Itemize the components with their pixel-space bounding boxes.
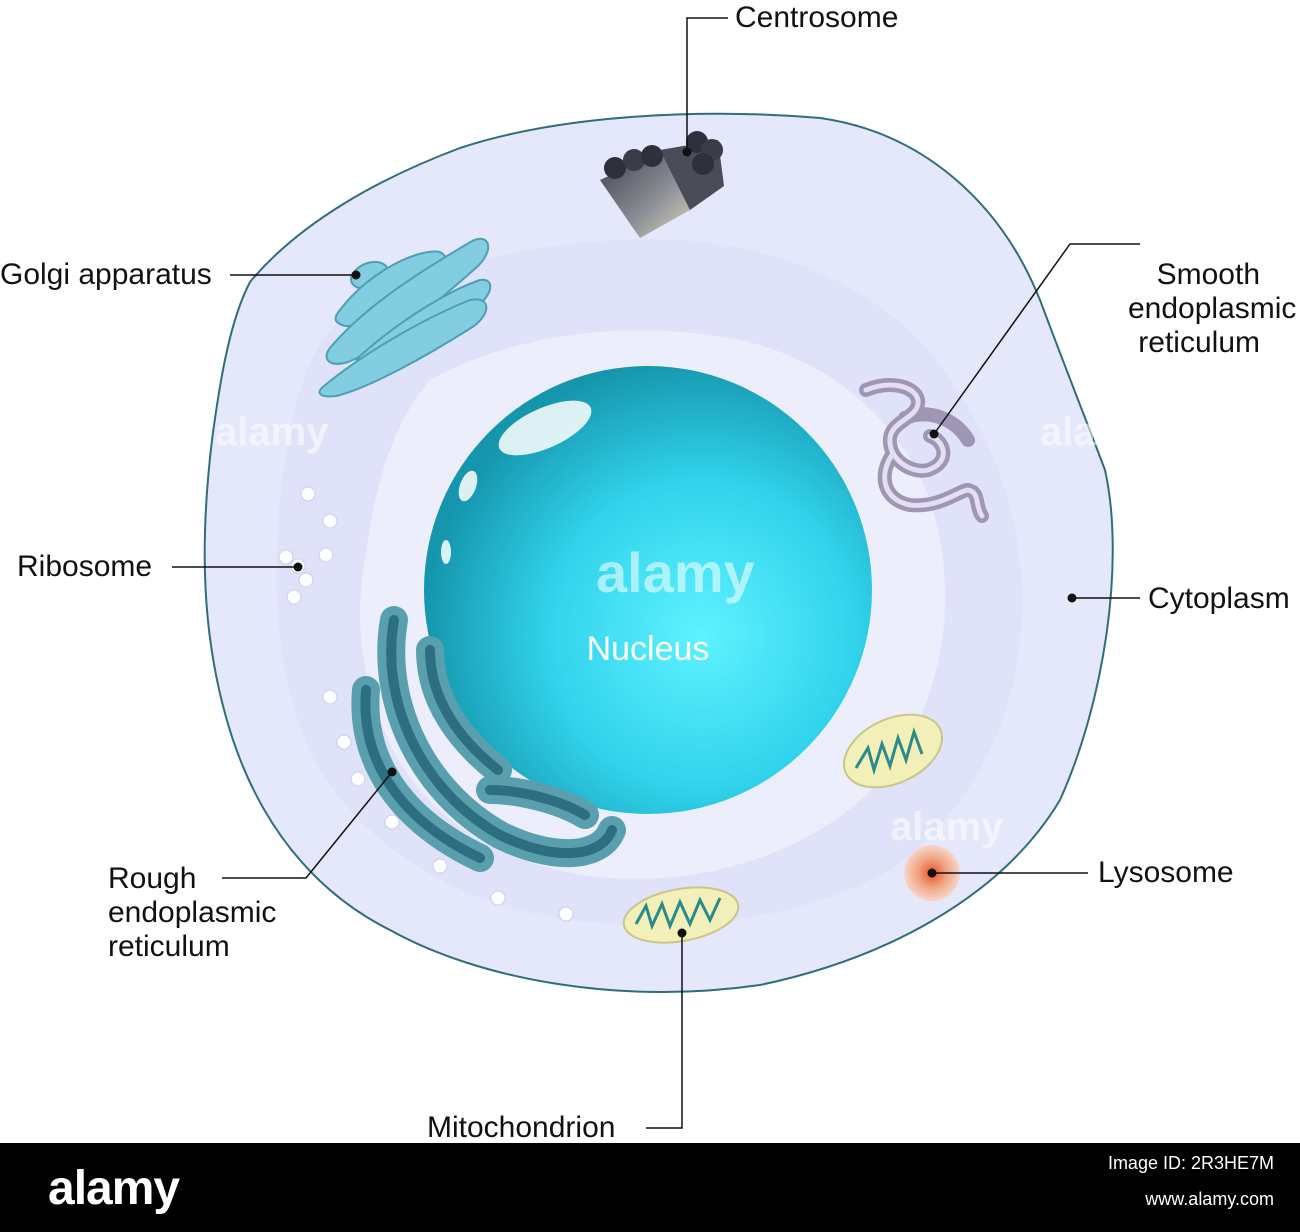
centrosome-structure xyxy=(600,131,724,238)
footer-bar: alamy Image ID: 2R3HE7M www.alamy.com xyxy=(0,1143,1300,1232)
nucleus-highlight xyxy=(498,400,592,456)
label-smooth-er-line1: Smooth xyxy=(1156,258,1260,291)
label-mitochondrion: Mitochondrion xyxy=(427,1111,616,1144)
label-rough-er-line3: reticulum xyxy=(108,930,230,963)
watermark: alamy xyxy=(215,410,329,454)
footer-logo: alamy xyxy=(48,1162,180,1215)
label-smooth-er-line3: reticulum xyxy=(1138,326,1260,359)
label-rough-er-line2: endoplasmic xyxy=(108,896,277,929)
label-rough-er: Rough endoplasmic reticulum xyxy=(108,862,276,964)
nucleus-highlight-tiny xyxy=(441,540,451,564)
label-smooth-er-line2: endoplasmic xyxy=(1128,292,1297,325)
label-nucleus: Nucleus xyxy=(586,630,710,668)
watermark: alamy xyxy=(596,541,755,604)
label-cytoplasm: Cytoplasm xyxy=(1148,582,1290,615)
watermark: alamy xyxy=(1040,410,1154,454)
label-lysosome: Lysosome xyxy=(1098,856,1234,889)
animal-cell-diagram xyxy=(172,17,1140,1129)
footer-image-id: Image ID: 2R3HE7M xyxy=(1107,1153,1274,1173)
footer-url: www.alamy.com xyxy=(1145,1189,1274,1209)
golgi-apparatus xyxy=(318,237,492,398)
watermark: alamy xyxy=(890,805,1004,849)
leader-dots xyxy=(293,147,1077,938)
leader-lines xyxy=(172,17,1140,1129)
label-golgi-apparatus: Golgi apparatus xyxy=(0,258,212,291)
nucleus xyxy=(424,366,872,814)
label-centrosome: Centrosome xyxy=(735,1,899,34)
mitochondrion-right xyxy=(842,713,944,789)
label-smooth-er: Smooth endoplasmic reticulum xyxy=(1128,258,1297,360)
label-rough-er-line1: Rough xyxy=(108,862,197,895)
mitochondrion-bottom xyxy=(622,886,740,944)
label-ribosome: Ribosome xyxy=(17,550,153,583)
smooth-er-inner xyxy=(863,382,985,519)
rough-endoplasmic-reticulum xyxy=(351,606,626,872)
ribosome-dots xyxy=(278,486,574,922)
nucleus-highlight-small xyxy=(458,470,478,502)
